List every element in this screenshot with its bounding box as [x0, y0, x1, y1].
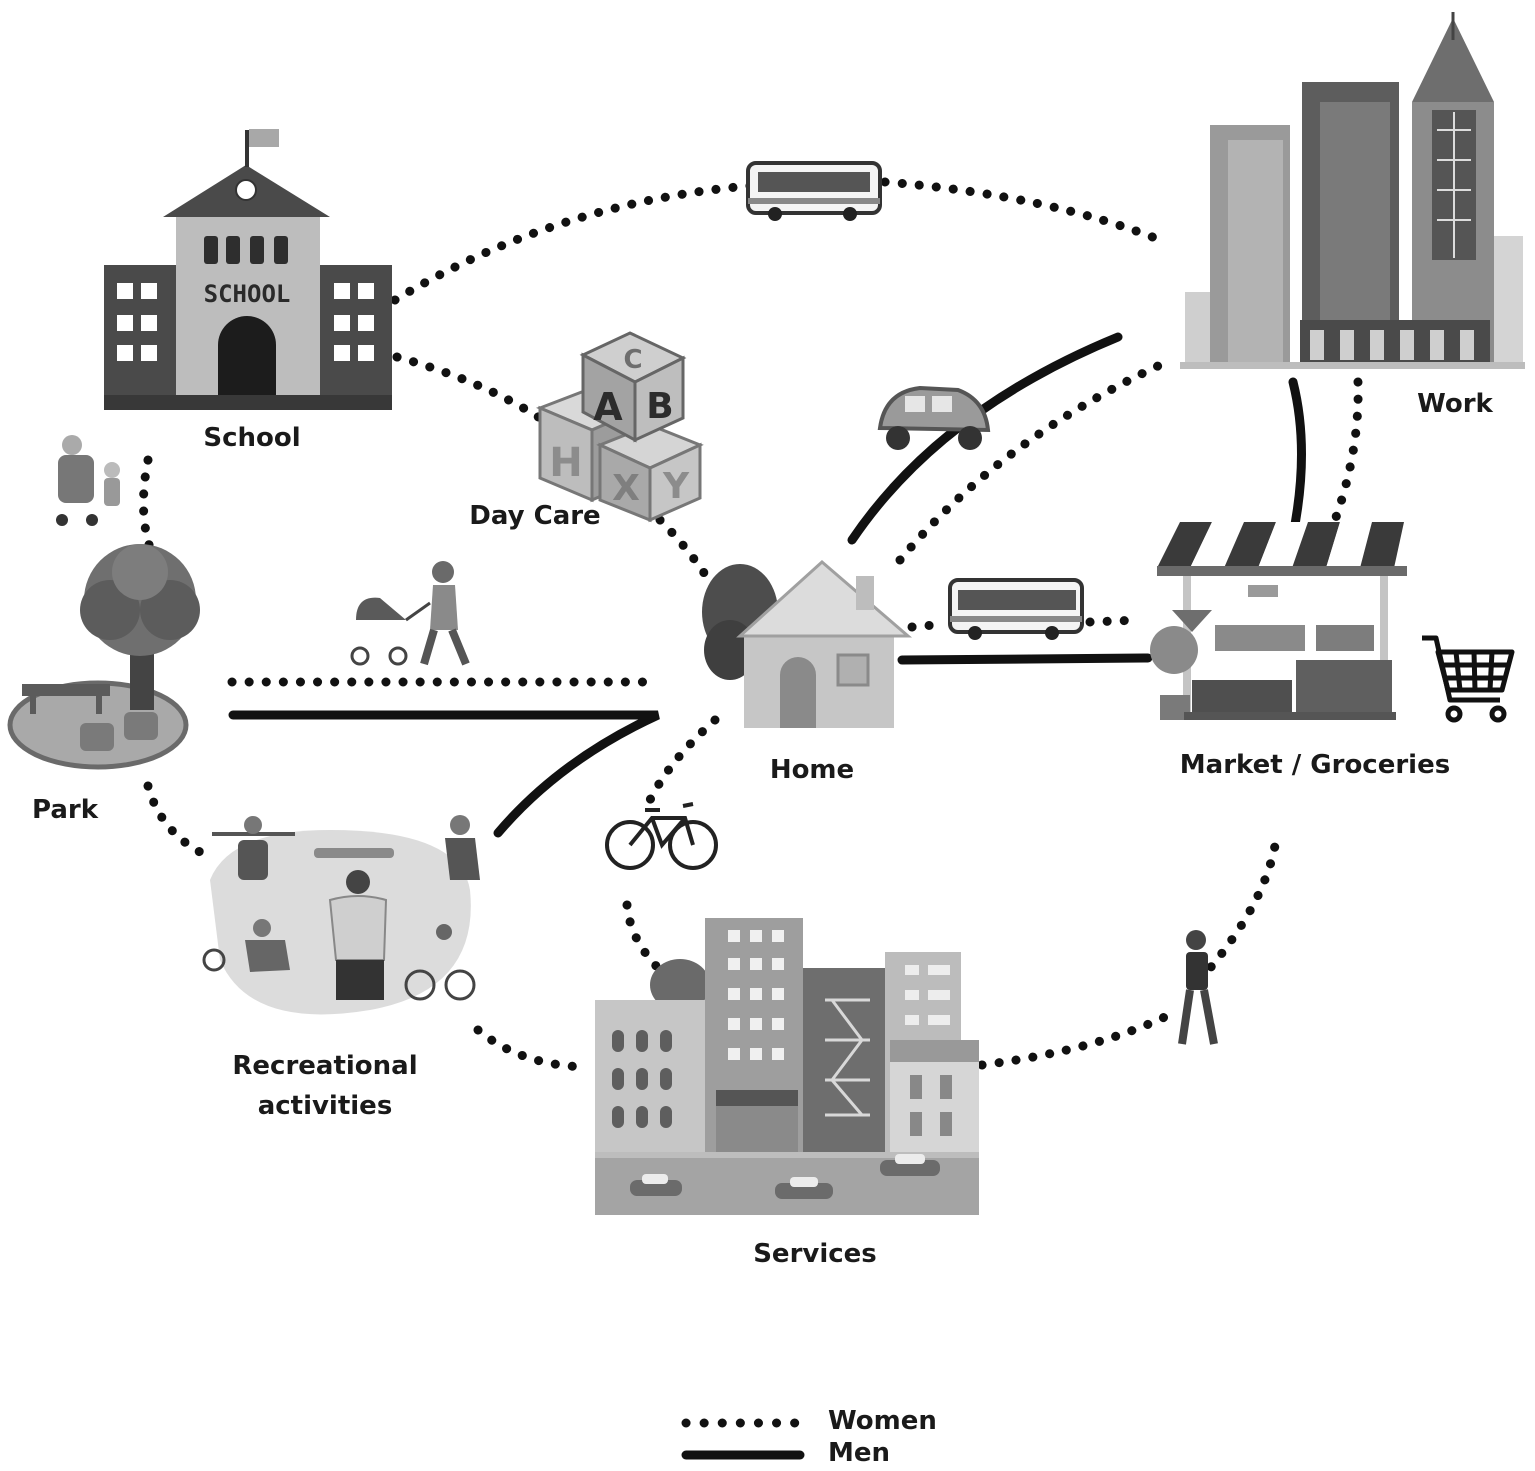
label-market: Market / Groceries — [1179, 750, 1451, 780]
route-home-market-men — [897, 653, 1153, 665]
label-park: Park — [31, 795, 98, 825]
block-letter-c: C — [623, 345, 642, 375]
legend — [681, 1418, 805, 1460]
pedestrian-woman-icon — [350, 561, 470, 666]
house-icon — [702, 560, 913, 728]
route-recreation-services-women — [473, 1025, 590, 1072]
route-home-bike-women — [645, 715, 720, 805]
block-letter-b: B — [646, 386, 673, 427]
route-services-market-women — [977, 1007, 1180, 1070]
legend-men-label: Men — [828, 1438, 891, 1468]
route-park-home-men — [228, 710, 660, 838]
tree-bench-icon — [7, 544, 200, 770]
block-letter-a: A — [593, 385, 623, 429]
car-icon — [877, 385, 991, 450]
bicycle-icon — [605, 802, 718, 870]
city-buildings-icon — [595, 918, 979, 1215]
route-work-market-men — [1288, 377, 1306, 540]
label-day-care: Day Care — [469, 501, 601, 531]
route-bike-services-women — [622, 900, 665, 975]
route-work-market-women — [1330, 377, 1363, 525]
legend-women-label: Women — [828, 1406, 937, 1436]
route-bus-market-women — [1085, 615, 1145, 627]
label-work: Work — [1417, 389, 1493, 419]
route-stroller-park-women — [139, 455, 155, 553]
shopping-cart-icon — [1422, 635, 1515, 723]
bus-icon — [746, 161, 882, 221]
route-walker-market-women — [1195, 827, 1282, 985]
route-daycare-home-women — [655, 515, 717, 590]
skyscrapers-icon — [1180, 12, 1525, 369]
block-letter-y: Y — [662, 466, 690, 507]
women-routes — [139, 177, 1363, 1072]
route-bus-work-women — [880, 177, 1170, 247]
bus-icon-home — [948, 578, 1084, 640]
sports-people-icon — [202, 815, 480, 1015]
label-recreational: Recreational activities — [232, 1051, 418, 1121]
route-school-daycare-women — [392, 352, 545, 423]
label-school: School — [203, 423, 301, 453]
label-home: Home — [769, 755, 855, 785]
blocks-icon: H X Y C A B — [535, 331, 704, 523]
route-home-market-women — [907, 619, 950, 632]
block-letter-x: X — [612, 468, 640, 509]
label-services: Services — [753, 1239, 877, 1269]
market-stall-icon — [1150, 522, 1407, 720]
stroller-walker-icon — [56, 435, 120, 526]
pedestrian-woman-icon-services — [1178, 930, 1218, 1045]
route-school-work-women — [390, 180, 765, 305]
school-icon: SCHOOL — [104, 129, 392, 410]
school-sign: SCHOOL — [204, 280, 291, 308]
route-park-recreation-women — [143, 781, 205, 857]
block-letter-h: H — [549, 440, 582, 486]
